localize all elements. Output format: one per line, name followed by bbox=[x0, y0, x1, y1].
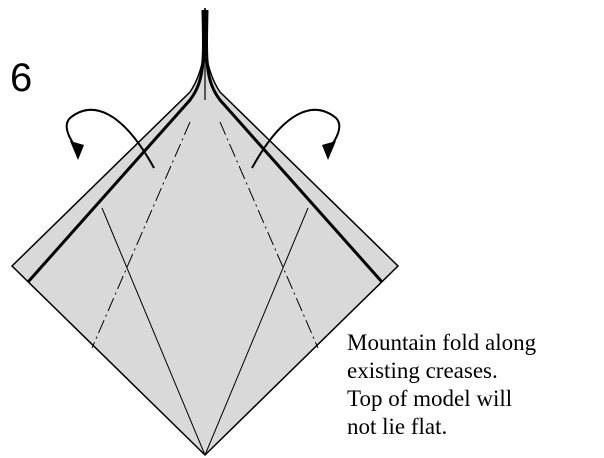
curved-arrow-left-icon bbox=[65, 109, 155, 169]
right-crease-line bbox=[204, 207, 309, 456]
instruction-line: not lie flat. bbox=[347, 414, 448, 439]
left-crease-line bbox=[101, 207, 206, 456]
curved-arrow-right-icon bbox=[251, 109, 341, 169]
instruction-line: existing creases. bbox=[347, 358, 498, 383]
step-number: 6 bbox=[10, 56, 33, 100]
instruction-text: Mountain fold along existing creases. To… bbox=[347, 329, 602, 441]
right-mountain-fold-line bbox=[219, 121, 319, 349]
left-mountain-fold-line bbox=[91, 121, 191, 349]
left-thick-edge bbox=[26, 9, 205, 283]
right-thick-edge bbox=[205, 9, 384, 283]
instruction-line: Top of model will bbox=[347, 386, 513, 411]
instruction-line: Mountain fold along bbox=[347, 330, 537, 355]
